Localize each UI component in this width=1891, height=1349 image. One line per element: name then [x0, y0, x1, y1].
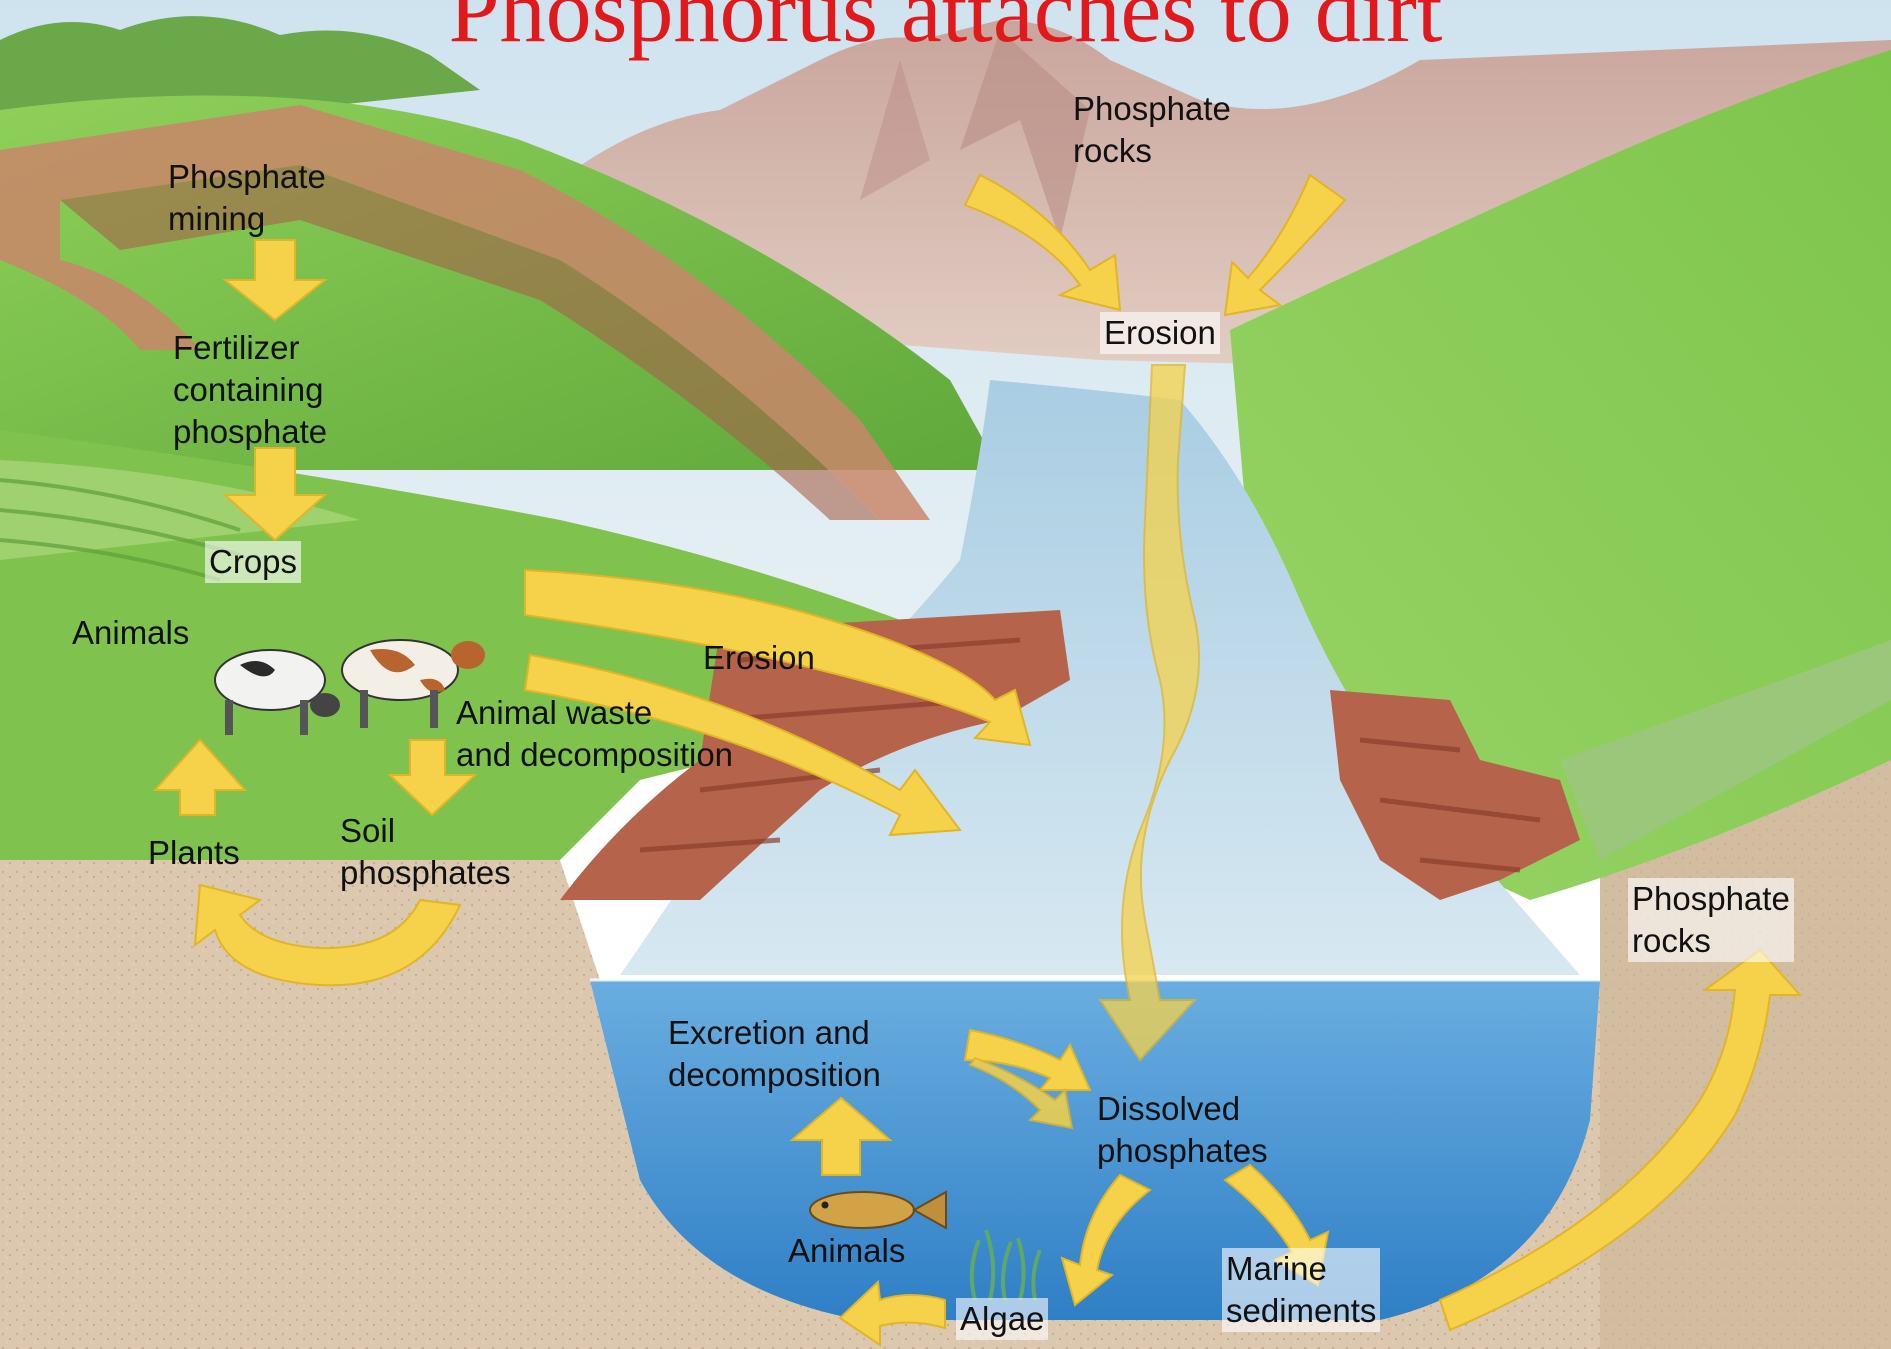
label-algae: Algae	[956, 1298, 1048, 1340]
label-fertilizer-line3: phosphate	[173, 411, 327, 453]
label-phosphate-mining: Phosphate mining	[168, 156, 326, 240]
label-phosphate-rocks-top-line1: Phosphate	[1073, 88, 1231, 130]
label-crops: Crops	[205, 541, 301, 583]
label-excretion-line2: decomposition	[668, 1054, 881, 1096]
label-animals-land: Animals	[72, 612, 189, 654]
label-dissolved-phosphates: Dissolved phosphates	[1097, 1088, 1268, 1172]
label-animal-waste: Animal waste and decomposition	[456, 692, 733, 776]
label-phosphate-rocks-top: Phosphate rocks	[1073, 88, 1231, 172]
diagram-title: Phosphorus attaches to dirt	[0, 0, 1891, 56]
label-soil-phosphates-line2: phosphates	[340, 852, 511, 894]
label-soil-phosphates: Soil phosphates	[340, 810, 511, 894]
label-animal-waste-line2: and decomposition	[456, 734, 733, 776]
label-erosion-land: Erosion	[703, 637, 815, 679]
label-excretion: Excretion and decomposition	[668, 1012, 881, 1096]
label-fertilizer-line1: Fertilizer	[173, 327, 327, 369]
label-animals-water: Animals	[788, 1230, 905, 1272]
label-soil-phosphates-line1: Soil	[340, 810, 511, 852]
label-phosphate-rocks-right-line1: Phosphate	[1632, 878, 1790, 920]
label-marine-sediments: Marine sediments	[1222, 1248, 1380, 1332]
label-erosion-top: Erosion	[1100, 312, 1220, 354]
label-marine-sediments-line1: Marine	[1226, 1248, 1376, 1290]
label-dissolved-phosphates-line2: phosphates	[1097, 1130, 1268, 1172]
label-phosphate-rocks-right-line2: rocks	[1632, 920, 1790, 962]
label-animal-waste-line1: Animal waste	[456, 692, 733, 734]
label-phosphate-rocks-top-line2: rocks	[1073, 130, 1231, 172]
label-phosphate-rocks-right: Phosphate rocks	[1628, 878, 1794, 962]
label-phosphate-mining-line2: mining	[168, 198, 326, 240]
label-fertilizer: Fertilizer containing phosphate	[173, 327, 327, 454]
label-dissolved-phosphates-line1: Dissolved	[1097, 1088, 1268, 1130]
label-marine-sediments-line2: sediments	[1226, 1290, 1376, 1332]
label-fertilizer-line2: containing	[173, 369, 327, 411]
label-excretion-line1: Excretion and	[668, 1012, 881, 1054]
label-phosphate-mining-line1: Phosphate	[168, 156, 326, 198]
label-plants: Plants	[148, 832, 240, 874]
